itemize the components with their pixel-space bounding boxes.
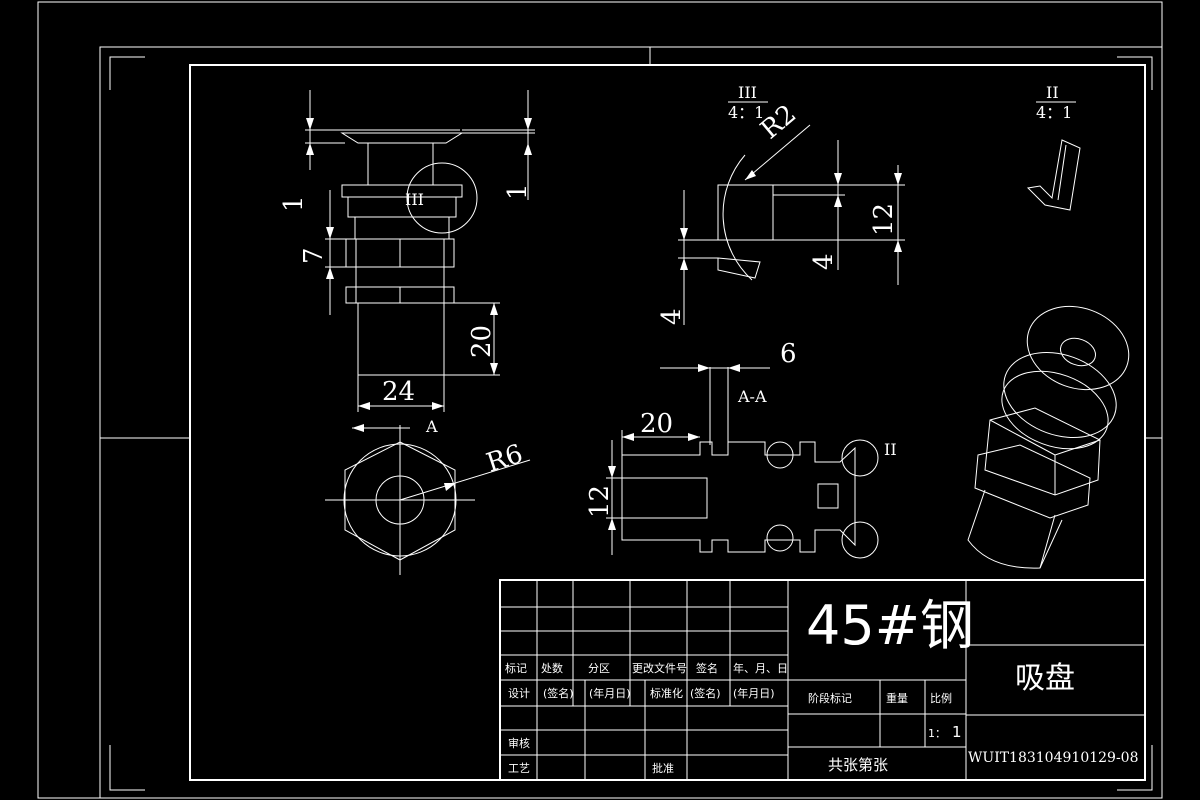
- end-view: A R6: [325, 417, 531, 575]
- front-view: 1 1 7 20 24 III: [279, 90, 535, 412]
- tb-design-sign: (签名): [543, 686, 574, 700]
- dim-top-clearance: 1: [279, 195, 309, 212]
- tb-approve: 批准: [652, 761, 674, 775]
- tb-design: 设计: [508, 687, 530, 700]
- tb-weight: 重量: [886, 691, 908, 705]
- detail-iii-scale: 4：1: [728, 103, 764, 122]
- detail-iii-dim-4b: 4: [657, 308, 687, 325]
- dim-shank-length: 20: [467, 325, 497, 358]
- dim-flange-gap: 1: [503, 183, 533, 200]
- section-a-a-view: 6 A-A 20 12 II: [585, 339, 897, 559]
- tb-std-sign: (签名): [690, 686, 721, 700]
- detail-iii-dim-12: 12: [869, 203, 899, 236]
- tb-scale-value: 1: [952, 723, 962, 741]
- detail-ii-scale: 4：1: [1036, 103, 1072, 122]
- section-dim-12: 12: [585, 485, 615, 518]
- tb-label-signature: 签名: [696, 661, 718, 675]
- drawing-number: WUIT183104910129-08: [968, 750, 1139, 766]
- section-label: A-A: [737, 387, 767, 406]
- detail-iii-dim-4a: 4: [809, 253, 839, 270]
- material: 45#钢: [806, 594, 974, 657]
- dim-hex-height: 7: [299, 247, 329, 264]
- part-name: 吸盘: [1015, 661, 1075, 696]
- tb-process: 工艺: [508, 762, 530, 775]
- dim-radius-r6: R6: [483, 439, 527, 479]
- detail-ii-label: II: [1046, 83, 1059, 102]
- dim-shank-width: 24: [382, 377, 415, 407]
- detail-iii-view: III 4：1 R2 12 4 4: [657, 83, 905, 325]
- tb-design-date: (年月日): [589, 686, 631, 700]
- detail-iii-label: III: [738, 83, 757, 102]
- tb-label-count: 处数: [541, 662, 563, 675]
- tb-scale-label: 比例: [930, 691, 952, 705]
- tb-sheets: 共张第张: [828, 756, 888, 774]
- tb-label-change-doc: 更改文件号: [632, 661, 687, 675]
- tb-stage-mark: 阶段标记: [808, 691, 852, 705]
- section-detail-ii: II: [884, 440, 897, 459]
- section-label-a: A: [425, 417, 438, 436]
- detail-ii-view: II 4：1: [1026, 83, 1081, 211]
- title-block: 标记 处数 分区 更改文件号 签名 年、月、日 设计 (签名) (年月日) 标准…: [499, 579, 1146, 781]
- tb-std-date: (年月日): [733, 686, 775, 700]
- tb-review: 审核: [508, 736, 530, 750]
- tb-label-zone: 分区: [588, 662, 610, 675]
- detail-label-iii: III: [405, 190, 424, 209]
- section-dim-6: 6: [780, 339, 797, 369]
- section-dim-20: 20: [640, 409, 673, 439]
- tb-scale-prefix: 1：: [928, 727, 946, 740]
- tb-label-date: 年、月、日: [733, 661, 788, 675]
- tb-label-mark: 标记: [505, 661, 527, 675]
- isometric-view: [967, 305, 1130, 569]
- tb-standardize: 标准化: [650, 686, 683, 700]
- sheet-frame: [37, 1, 1163, 799]
